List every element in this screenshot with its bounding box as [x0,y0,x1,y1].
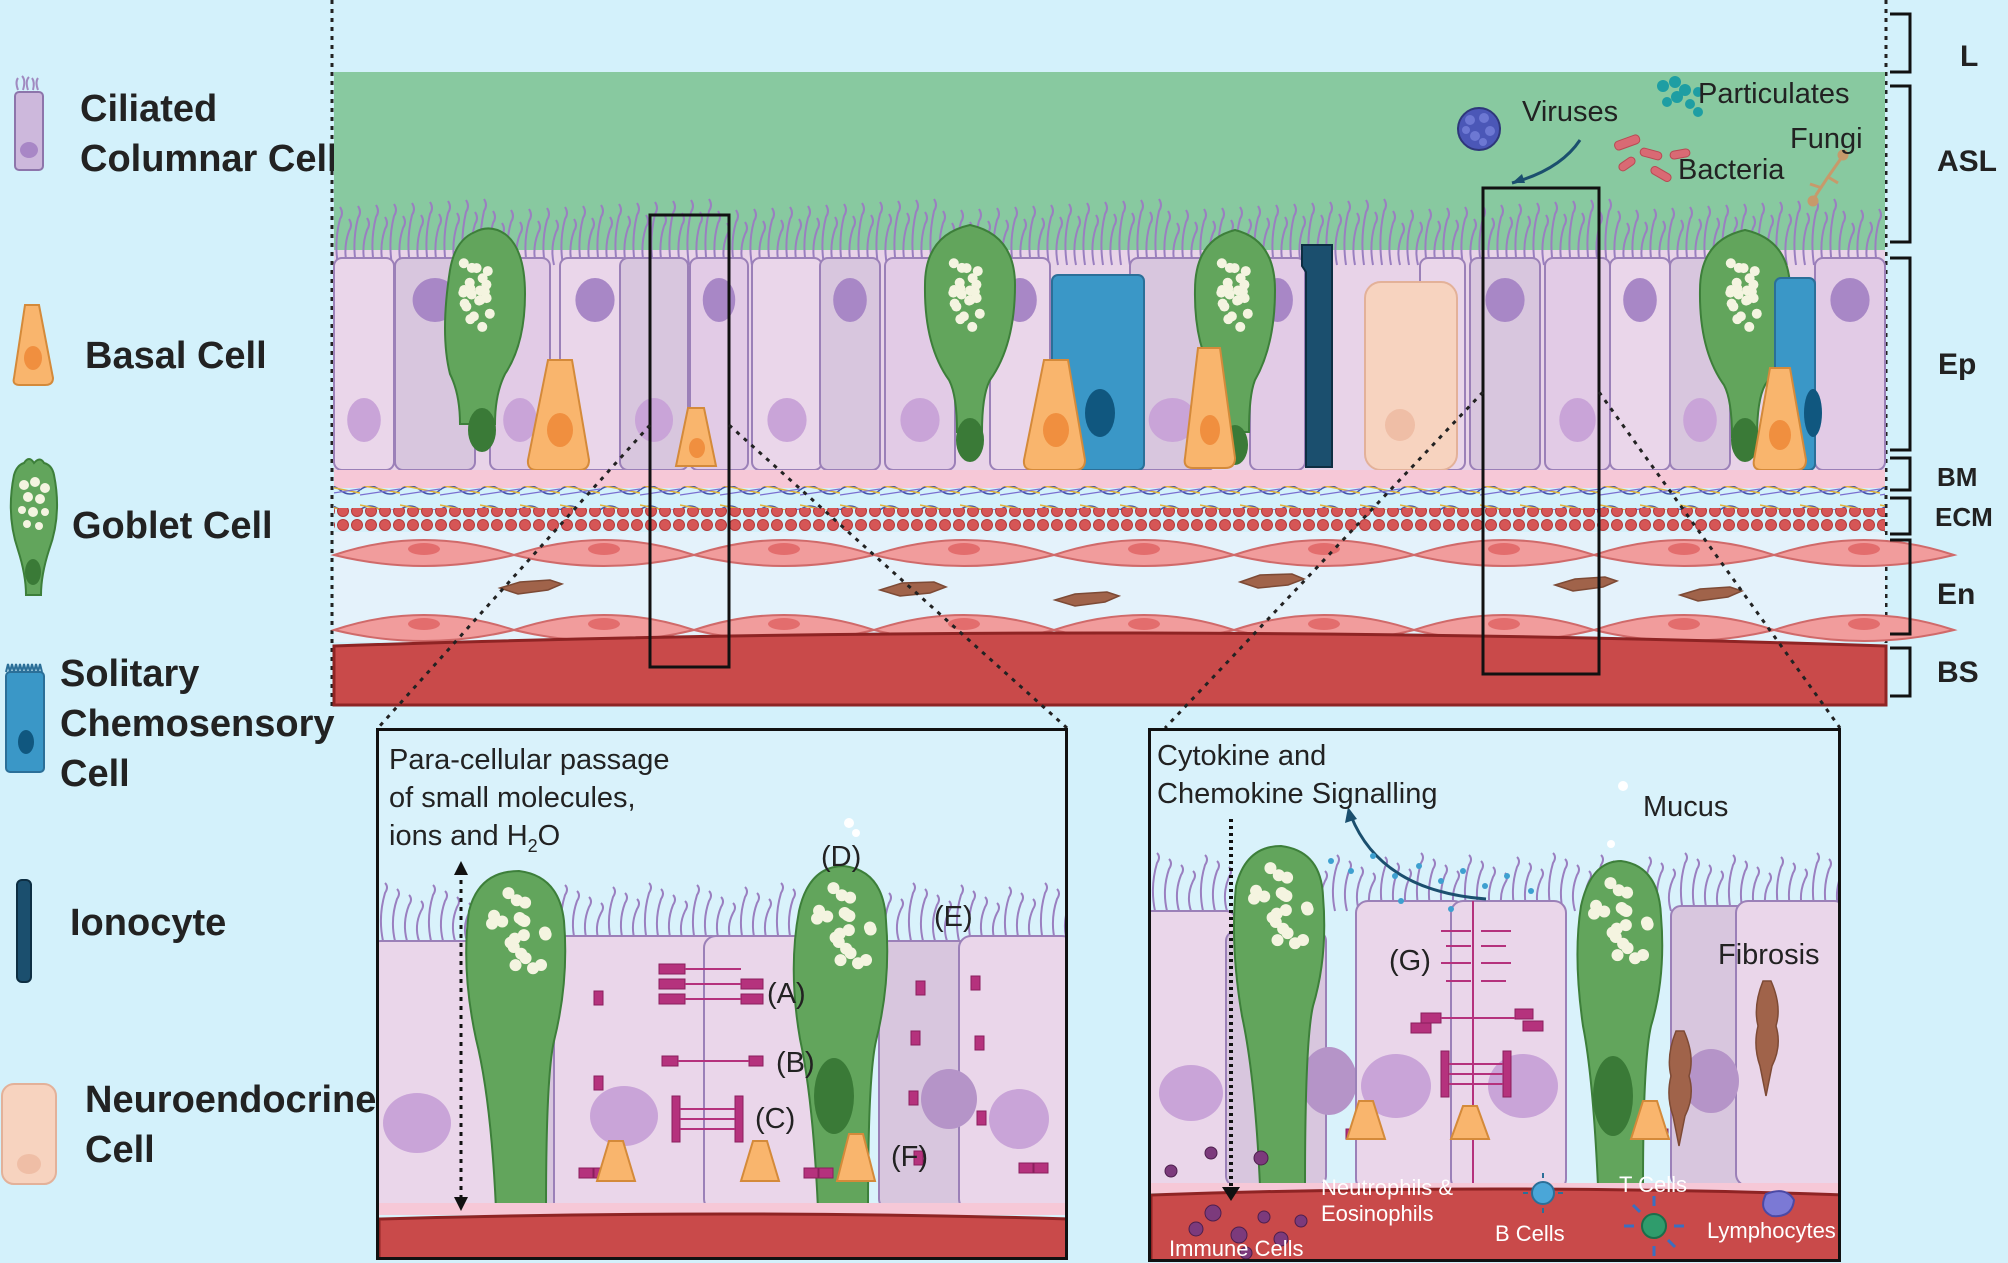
legend-goblet-label: Goblet Cell [72,505,273,547]
b-cell-icon [1523,1173,1563,1213]
viruses-label: Viruses [1522,96,1619,128]
lymphocytes-label: Lymphocytes [1707,1218,1836,1243]
virus-icon [1457,107,1501,151]
immune-cells-label: Immune Cells [1169,1236,1304,1261]
zoom-box-right [1481,186,1601,676]
layer-label-bm: BM [1937,462,1978,492]
t-cells-label: T Cells [1619,1172,1688,1197]
ciliated-cell-icon [14,75,44,171]
basal-cell-icon [12,304,55,386]
solitary-cell-icon [5,663,45,773]
airway-tissue-diagram [330,0,1958,730]
legend-icons [1,75,58,1185]
legend-ionocyte-label: Ionocyte [70,902,227,944]
label-c: (C) [755,1103,796,1135]
layer-label-l: L [1960,40,1979,73]
paracellular-panel: Para-cellular passage of small molecules… [376,728,1068,1260]
label-d: (D) [821,841,862,873]
layer-label-ecm: ECM [1935,502,1993,532]
lymphocyte-icon [1762,1190,1796,1218]
ecm-fibers [334,486,1885,510]
label-e: (E) [934,901,973,933]
paracellular-title: Para-cellular passage of small molecules… [389,744,670,856]
particulates-label: Particulates [1698,78,1850,110]
cilia [335,198,1882,266]
label-f: (F) [891,1141,929,1173]
label-b: (B) [776,1047,815,1079]
neuroendocrine-cells [1364,281,1458,471]
ecm-cells [334,508,1885,532]
basal-cells [526,347,1808,471]
mucus-label: Mucus [1643,791,1729,823]
ionocyte-icon [16,879,32,983]
zoom-box-left [648,213,731,669]
label-a: (A) [767,978,806,1010]
bacteria-icon [1614,134,1691,182]
layer-label-ep: Ep [1938,348,1977,381]
goblet-cell-icon [9,458,58,596]
fibrosis-label: Fibrosis [1718,939,1820,971]
blood-stream [332,631,1888,707]
neuroendocrine-cell-icon [1,1083,57,1185]
label-g: (G) [1389,945,1431,977]
fungi-icon [1807,149,1849,207]
fibroblasts [497,573,1745,607]
b-cells-label: B Cells [1495,1221,1565,1246]
layer-label-asl: ASL [1937,145,1997,178]
bacteria-label: Bacteria [1678,154,1785,186]
legend-basal-label: Basal Cell [85,335,267,377]
layer-label-bs: BS [1937,656,1979,689]
t-cell-icon [1624,1196,1684,1256]
neutrophils-label: Neutrophils & Eosinophils [1321,1175,1454,1226]
layer-brackets [1890,12,1912,698]
layer-label-en: En [1937,578,1976,611]
signalling-title: Cytokine and Chemokine Signalling [1157,740,1438,810]
fungi-label: Fungi [1790,123,1863,155]
signalling-panel: Cytokine and Chemokine Signalling Mucus … [1148,728,1841,1262]
particulates-icon [1657,76,1703,117]
ionocyte [1301,244,1333,468]
basement-membrane [334,470,1885,488]
goblet-cells [444,223,1792,465]
